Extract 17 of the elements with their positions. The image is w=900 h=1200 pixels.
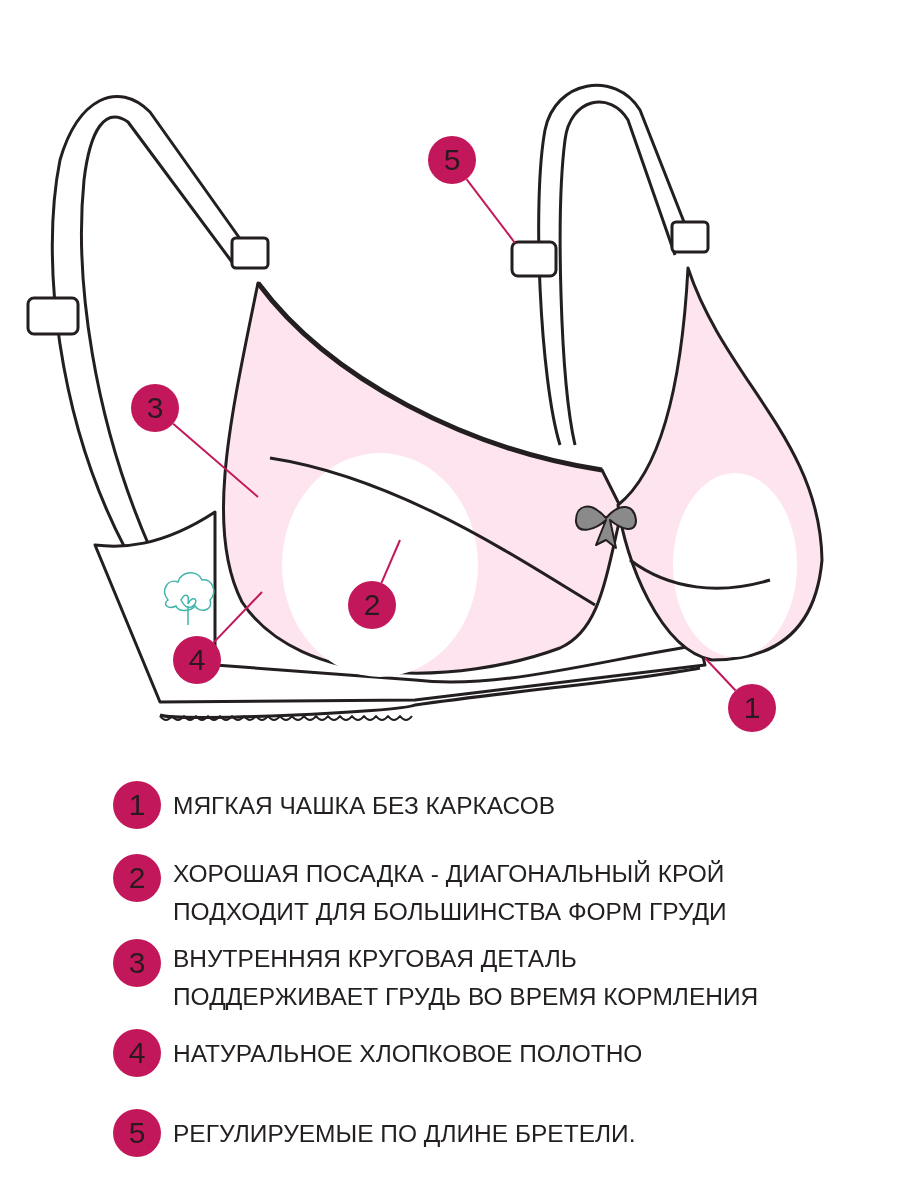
- callout-number: 2: [113, 854, 161, 902]
- leader-line: [465, 178, 516, 244]
- feature-description: МЯГКАЯ ЧАШКА БЕЗ КАРКАСОВ: [173, 791, 557, 821]
- callout-number: 4: [113, 1029, 161, 1077]
- callout-number: 5: [113, 1109, 161, 1157]
- callout-number: 3: [113, 939, 161, 987]
- leader-line: [704, 657, 737, 692]
- leader-line: [212, 591, 263, 644]
- callout-number: 1: [728, 684, 776, 732]
- callout-number: 1: [113, 781, 161, 829]
- leader-line: [172, 422, 259, 498]
- feature-description: НАТУРАЛЬНОЕ ХЛОПКОВОЕ ПОЛОТНО: [173, 1039, 644, 1069]
- feature-description: ВНУТРЕННЯЯ КРУГОВАЯ ДЕТАЛЬ ПОДДЕРЖИВАЕТ ГРУДЬ ВО ВРЕМЯ КОРМЛЕНИЯ: [173, 944, 760, 1012]
- leader-line: [380, 539, 401, 584]
- feature-description: РЕГУЛИРУЕМЫЕ ПО ДЛИНЕ БРЕТЕЛИ.: [173, 1119, 637, 1149]
- callout-number: 5: [428, 136, 476, 184]
- feature-description: ХОРОШАЯ ПОСАДКА - ДИАГОНАЛЬНЫЙ КРОЙ ПОДХОДИТ ДЛЯ БОЛЬШИНСТВА ФОРМ ГРУДИ: [173, 859, 728, 927]
